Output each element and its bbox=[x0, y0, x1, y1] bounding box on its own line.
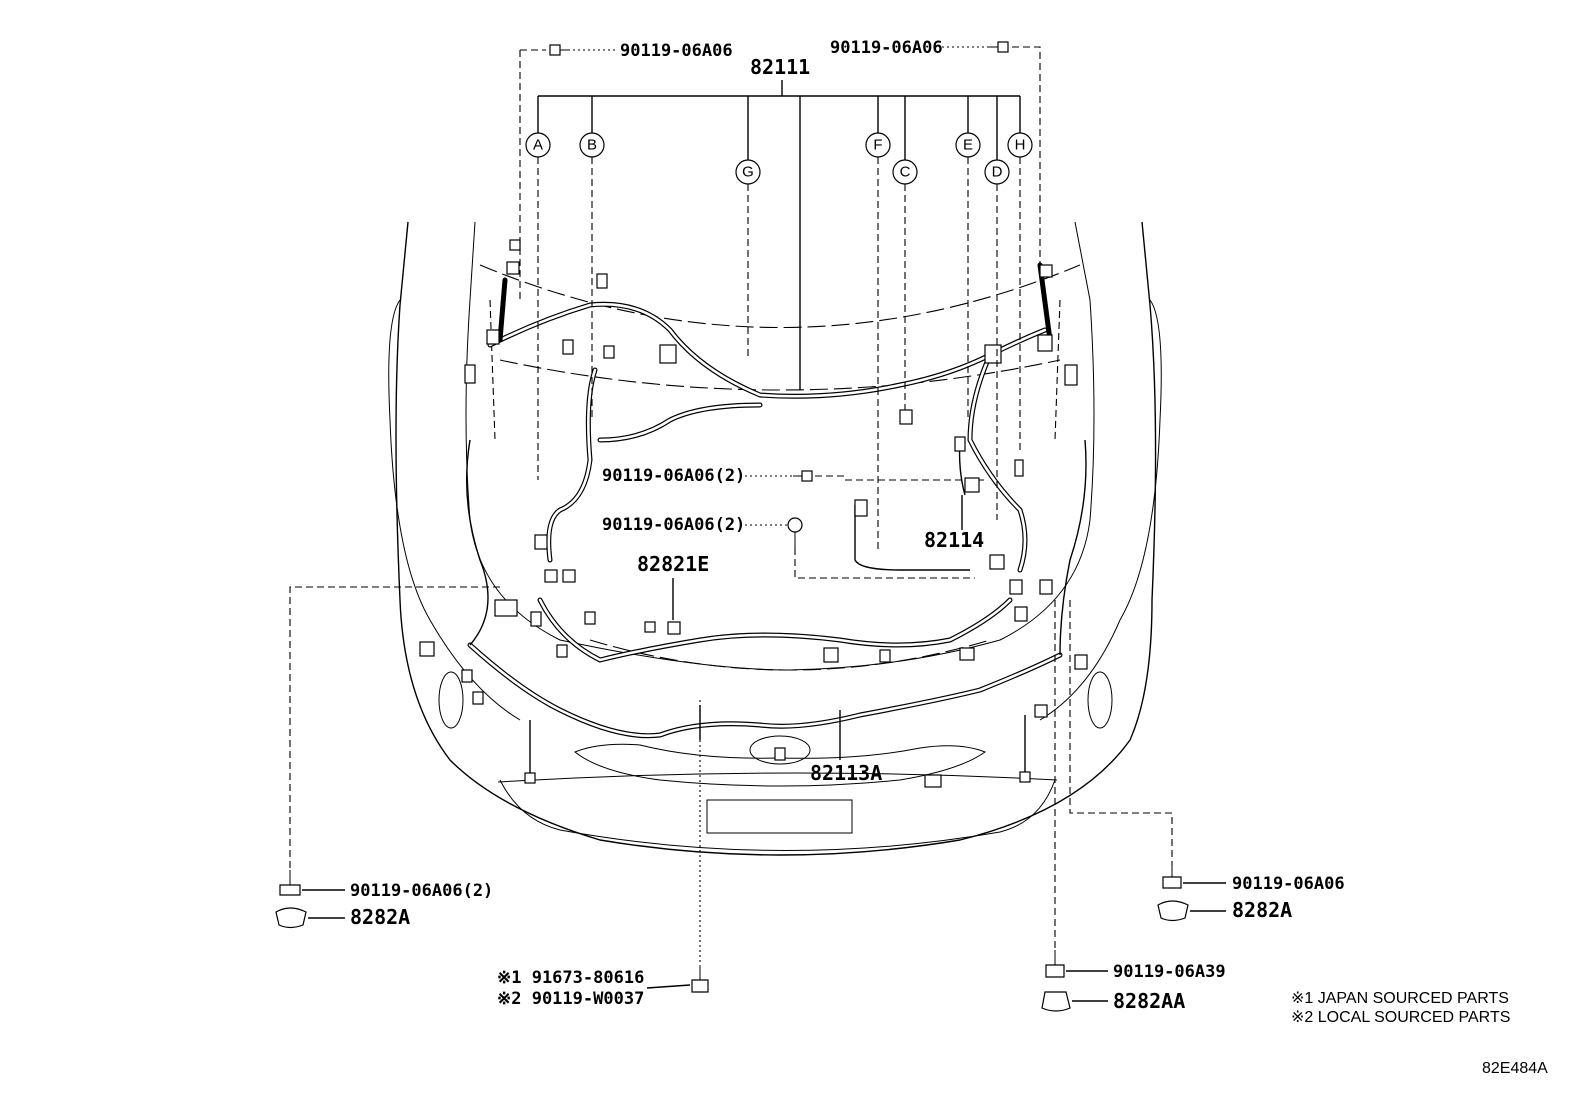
mid-bolt-group-1: 90119-06A06(2) bbox=[602, 466, 845, 486]
bolt-icon bbox=[787, 517, 803, 548]
callout-82821E: 82821E bbox=[637, 552, 709, 620]
label-bolt-bottom-left: 90119-06A06(2) bbox=[350, 881, 493, 901]
letter-a: A bbox=[533, 137, 543, 154]
bolt-icon bbox=[279, 870, 301, 896]
clip-icon bbox=[1041, 991, 1071, 1012]
top-right-bolt-group: 90119-06A06 bbox=[830, 38, 1041, 270]
callout-82113A: 82113A bbox=[810, 710, 882, 785]
bottom-right-fastener-group: 90119-06A06 8282A bbox=[1069, 600, 1345, 922]
label-82113A: 82113A bbox=[810, 761, 882, 785]
bolt-icon bbox=[691, 965, 709, 993]
label-bolt-top-right: 90119-06A06 bbox=[830, 38, 943, 58]
label-82821E: 82821E bbox=[637, 552, 709, 576]
clip-icon bbox=[1157, 900, 1189, 922]
letter-d: D bbox=[992, 164, 1003, 181]
letter-g-circle bbox=[735, 159, 761, 185]
letter-callouts: A B G F C E D H bbox=[525, 132, 1033, 185]
letter-f-circle bbox=[865, 132, 891, 158]
clip-icon bbox=[275, 907, 307, 929]
top-left-bolt-group: 90119-06A06 bbox=[519, 41, 733, 300]
label-bolt-mid-1: 90119-06A06(2) bbox=[602, 466, 745, 486]
mid-bolt-group-2: 90119-06A06(2) bbox=[602, 515, 975, 579]
bottom-right-fastener-group-2: 90119-06A39 8282AA bbox=[1041, 600, 1226, 1013]
letter-b-circle bbox=[579, 132, 605, 158]
bolt-icon bbox=[988, 41, 1009, 53]
letter-f: F bbox=[873, 137, 882, 154]
label-clip-bottom-left: 8282A bbox=[350, 905, 410, 929]
front-harness bbox=[465, 439, 1087, 780]
connector-blocks bbox=[419, 239, 1088, 788]
bolt-icon bbox=[1045, 950, 1065, 978]
diagram-id: 82E484A bbox=[1482, 1060, 1548, 1077]
letter-d-circle bbox=[984, 159, 1010, 185]
label-bolt-bottom-right: 90119-06A06 bbox=[1232, 874, 1345, 894]
label-bolt-local: ※2 90119-W0037 bbox=[497, 989, 644, 1009]
label-bolt-japan: ※1 91673-80616 bbox=[497, 968, 644, 988]
letter-c-circle bbox=[892, 159, 918, 185]
letter-c: C bbox=[900, 164, 911, 181]
letter-b: B bbox=[587, 137, 597, 154]
label-clip-bottom-right-2: 8282AA bbox=[1113, 989, 1185, 1013]
bolt-icon bbox=[793, 470, 813, 482]
label-bolt-top-left: 90119-06A06 bbox=[620, 41, 733, 61]
label-bolt-mid-2: 90119-06A06(2) bbox=[602, 515, 745, 535]
note-japan-sourced: ※1 JAPAN SOURCED PARTS bbox=[1291, 990, 1509, 1007]
label-82111: 82111 bbox=[750, 55, 810, 79]
callout-82111-tree bbox=[537, 80, 1021, 550]
letter-e: E bbox=[963, 137, 973, 154]
label-clip-bottom-right: 8282A bbox=[1232, 898, 1292, 922]
bolt-icon bbox=[1162, 865, 1182, 889]
letter-h-circle bbox=[1007, 132, 1033, 158]
letter-g: G bbox=[742, 164, 754, 181]
engine-room-main-harness bbox=[487, 262, 1053, 573]
bottom-center-fastener-group: ※1 91673-80616 ※2 90119-W0037 bbox=[497, 700, 709, 1009]
note-local-sourced: ※2 LOCAL SOURCED PARTS bbox=[1291, 1009, 1510, 1026]
letter-e-circle bbox=[955, 132, 981, 158]
label-82114: 82114 bbox=[924, 528, 984, 552]
callout-82114: 82114 bbox=[924, 495, 984, 552]
letter-h: H bbox=[1015, 137, 1026, 154]
bolt-icon bbox=[549, 44, 568, 56]
label-bolt-bottom-right-2: 90119-06A39 bbox=[1113, 962, 1226, 982]
bottom-left-fastener-group: 90119-06A06(2) 8282A bbox=[275, 586, 500, 929]
letter-a-circle bbox=[525, 132, 551, 158]
